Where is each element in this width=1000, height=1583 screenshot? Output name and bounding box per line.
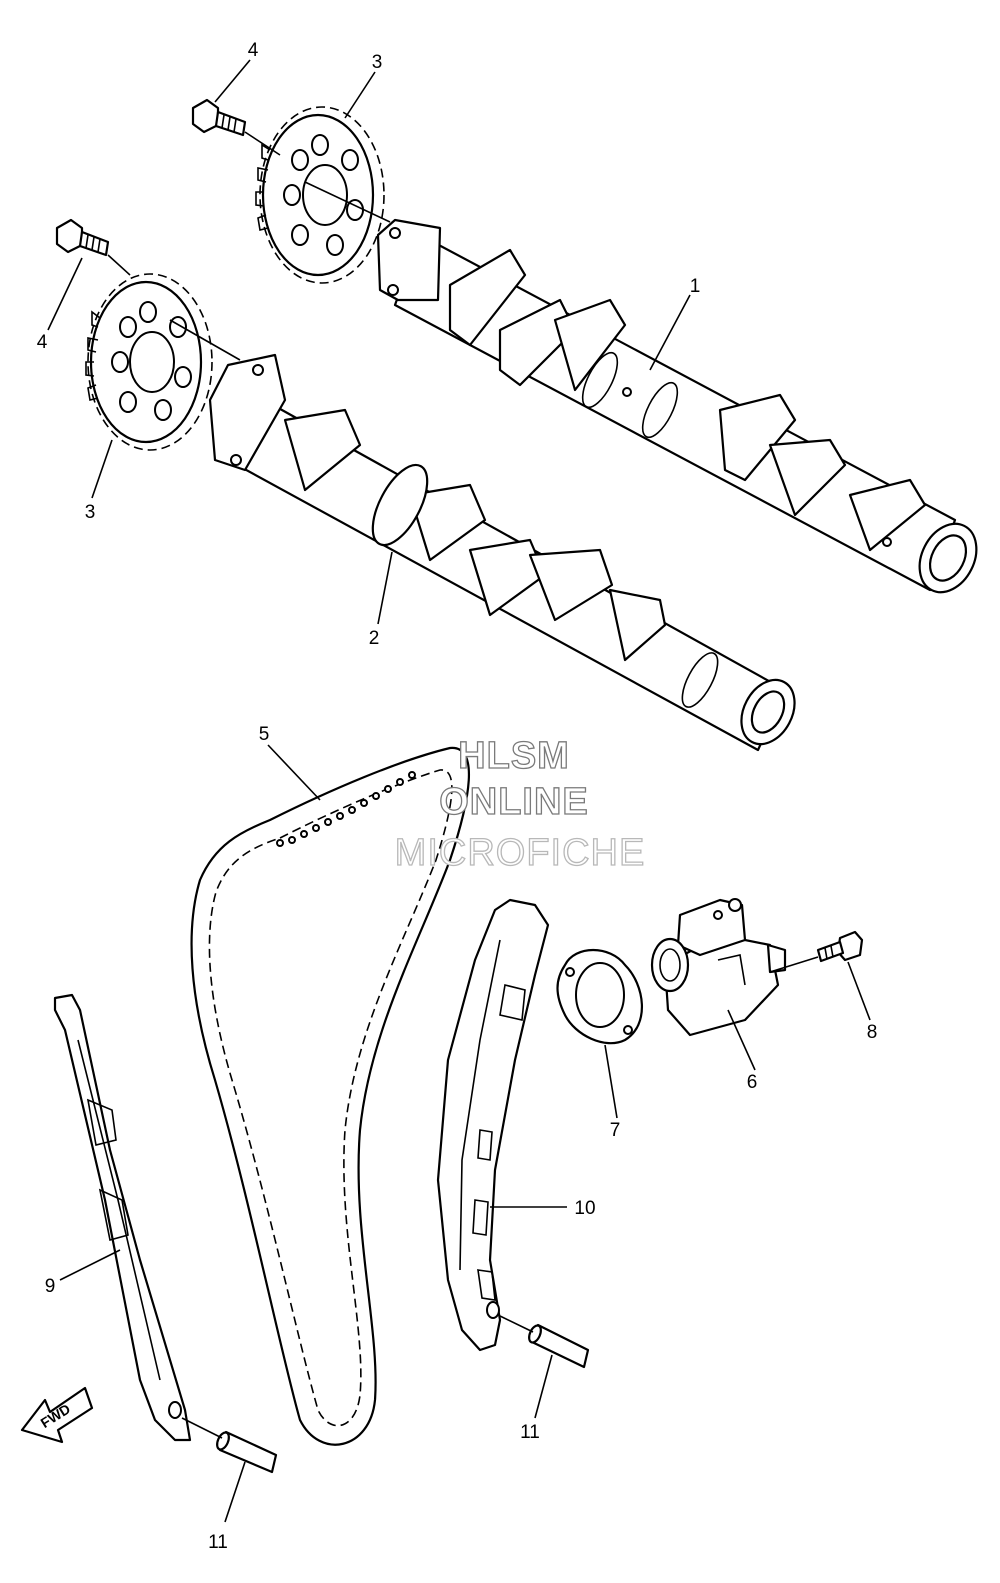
callout-11-left: 11 (208, 1532, 228, 1553)
chain-guide-9 (53, 993, 192, 1442)
callout-11-right: 11 (520, 1422, 540, 1443)
chain-links (276, 771, 416, 847)
callout-6: 6 (747, 1072, 758, 1093)
callout-4-upper: 4 (248, 40, 259, 61)
callout-3-upper: 3 (372, 52, 383, 73)
camshaft-1 (376, 218, 978, 594)
fwd-arrow-icon: FWD (20, 1386, 94, 1444)
sprocket-3-lower (85, 273, 213, 451)
callout-3-lower: 3 (85, 502, 96, 523)
timing-chain-5 (190, 746, 471, 1446)
gasket-7 (556, 948, 643, 1045)
watermark-line-3: MICROFICHE (395, 832, 646, 874)
bolt-4-upper (191, 98, 247, 137)
callout-8: 8 (867, 1022, 878, 1043)
tensioner-6 (650, 898, 787, 1037)
pin-11-left (216, 1430, 278, 1474)
leader-lines (47, 59, 871, 1523)
callout-1: 1 (690, 276, 701, 297)
watermark-line-2: ONLINE (439, 781, 589, 823)
sprocket-3-upper (255, 106, 385, 284)
callout-4-lower: 4 (37, 332, 48, 353)
chain-guide-10 (436, 898, 550, 1352)
bolt-4-lower (55, 218, 110, 257)
watermark-line-1: HLSM (458, 735, 570, 777)
bolt-8 (816, 930, 864, 963)
callout-9: 9 (45, 1276, 56, 1297)
watermark: HLSM ONLINE MICROFICHE (394, 734, 646, 874)
pin-11-right (528, 1323, 590, 1369)
callout-2: 2 (369, 628, 380, 649)
callout-5: 5 (259, 724, 270, 745)
callout-10: 10 (574, 1198, 595, 1219)
camshaft-2 (208, 353, 796, 752)
callout-7: 7 (610, 1120, 621, 1141)
callout-labels: 4 3 1 4 3 2 5 6 7 8 9 10 11 11 (37, 40, 878, 1553)
